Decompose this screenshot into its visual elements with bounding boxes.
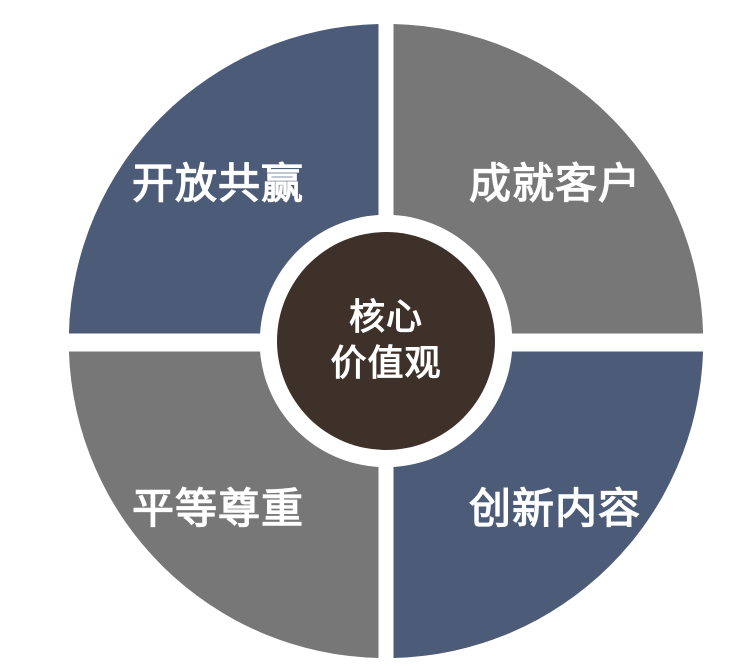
quadrant-label-top-right: 成就客户	[468, 159, 641, 208]
quadrant-bottom-right-segment[interactable]	[393, 351, 704, 658]
quadrant-label-bottom-left: 平等尊重	[131, 484, 304, 533]
center-hub-circle[interactable]	[277, 232, 495, 450]
quadrant-bottom-left-segment[interactable]	[68, 351, 379, 658]
quadrant-label-bottom-right: 创新内容	[468, 484, 641, 533]
quadrant-top-left-segment[interactable]	[68, 24, 379, 334]
quadrant-top-right-segment[interactable]	[393, 24, 704, 334]
quadrant-label-top-left: 开放共赢	[131, 159, 304, 208]
